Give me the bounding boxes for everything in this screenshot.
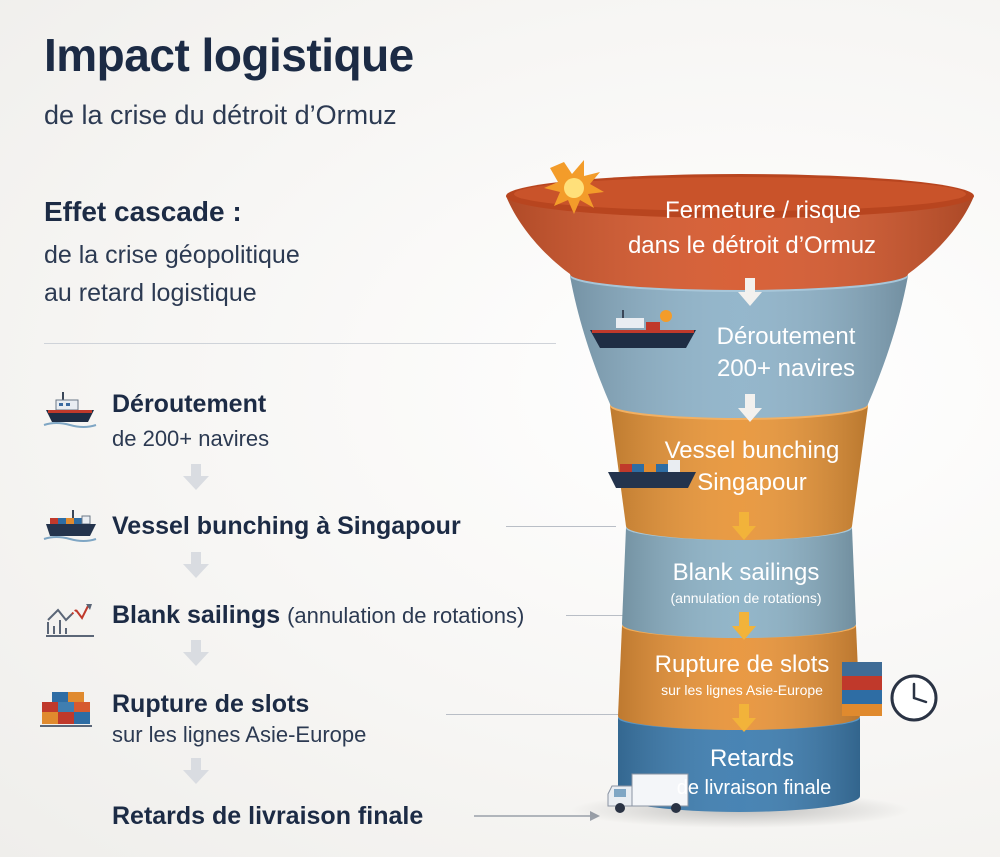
- step-3-note: (annulation de rotations): [287, 603, 525, 628]
- funnel-5-line1: Rupture de slots: [655, 651, 830, 678]
- step-5-title: Retards de livraison finale: [112, 802, 424, 830]
- section-divider: [44, 343, 556, 344]
- page-subtitle: de la crise du détroit d’Ormuz: [44, 100, 397, 130]
- page-title: Impact logistique: [44, 29, 414, 81]
- funnel-6-line2: de livraison finale: [677, 777, 832, 799]
- cascade-heading: Effet cascade :: [44, 196, 242, 227]
- funnel-arrow-2: [738, 394, 762, 422]
- funnel-band-1: [506, 174, 974, 290]
- funnel-4-line1: Blank sailings: [673, 559, 820, 586]
- stacked-containers-icon: [842, 662, 882, 716]
- rerouted-ship-icon: [590, 310, 696, 348]
- funnel-5-small: sur les lignes Asie-Europe: [661, 682, 823, 698]
- down-arrow-icon: [183, 640, 209, 666]
- funnel-1-line1: Fermeture / risque: [665, 197, 861, 224]
- cargo-ship-icon: [43, 392, 97, 428]
- step-2-connector: [506, 526, 616, 527]
- step-1-subtitle: de 200+ navires: [112, 426, 270, 451]
- clock-icon: [890, 674, 938, 722]
- funnel-diagram: Fermeture / risque dans le détroit d’Orm…: [506, 160, 974, 828]
- funnel-2-line2: 200+ navires: [717, 355, 855, 382]
- funnel-4-small: (annulation de rotations): [671, 590, 822, 606]
- step-3-title: Blank sailings (annulation de rotations): [112, 601, 524, 630]
- cascade-description: de la crise géopolitique au retard logis…: [44, 236, 444, 312]
- down-arrow-icon: [183, 758, 209, 784]
- funnel-2-line1: Déroutement: [717, 323, 856, 350]
- step-4-connector: [446, 714, 628, 715]
- delivery-truck-icon: [607, 773, 689, 813]
- funnel-arrow-5: [732, 704, 756, 732]
- funnel-arrow-3: [732, 512, 756, 540]
- step-3-connector: [566, 615, 630, 616]
- step-4-title: Rupture de slots: [112, 690, 310, 718]
- step-4-subtitle: sur les lignes Asie-Europe: [112, 722, 367, 747]
- funnel-3-line2: Singapour: [697, 469, 806, 496]
- cascade-desc-line1: de la crise géopolitique: [44, 241, 300, 269]
- step-3-title-text: Blank sailings: [112, 601, 281, 629]
- containers-icon: [40, 692, 92, 727]
- funnel-3-line1: Vessel bunching: [665, 437, 840, 464]
- step-2-title: Vessel bunching à Singapour: [112, 512, 461, 540]
- funnel-6-line1: Retards: [710, 745, 794, 772]
- broken-route-chart-icon: [46, 604, 94, 637]
- funnel-arrow-1: [738, 278, 762, 306]
- container-ship-icon: [43, 510, 97, 542]
- explosion-icon: [544, 160, 604, 214]
- cascade-desc-line2: au retard logistique: [44, 279, 257, 307]
- funnel-arrow-4: [732, 612, 756, 640]
- down-arrow-icon: [183, 552, 209, 578]
- step-1-title: Déroutement: [112, 390, 267, 418]
- down-arrow-icon: [183, 464, 209, 490]
- funnel-1-line2: dans le détroit d’Ormuz: [628, 232, 876, 259]
- bunching-ship-icon: [608, 460, 696, 488]
